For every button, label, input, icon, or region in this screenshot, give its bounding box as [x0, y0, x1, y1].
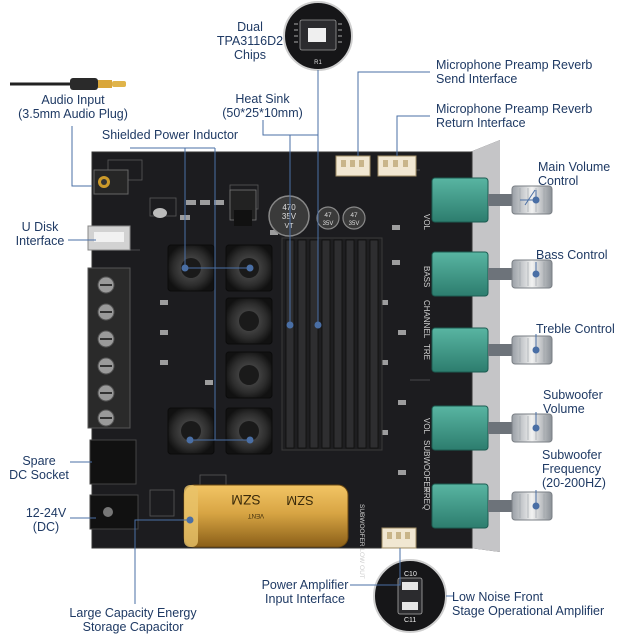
silk-channel: CHANNEL: [422, 300, 431, 339]
chip-mark-top: R1: [314, 60, 322, 66]
cap-tiny-b1: 47: [350, 212, 358, 219]
audio-jack-socket: [93, 169, 129, 195]
energy-storage-capacitor: SZM SZM VENT: [183, 484, 349, 548]
label-subwoofer-frequency: Subwoofer Frequency (20-200HZ): [542, 448, 606, 490]
silk-treble: TRE: [422, 344, 431, 360]
cap-text-1: 470: [282, 203, 296, 212]
label-shielded-inductor: Shielded Power Inductor: [90, 128, 250, 142]
label-main-volume-line1: Main Volume: [538, 160, 611, 174]
label-mic-send: Microphone Preamp Reverb Send Interface: [436, 58, 592, 86]
silk-subwoofer: SUBWOOFER: [422, 440, 431, 493]
small-capacitor: 470 35V VT: [268, 195, 310, 237]
label-dc-input-line1: 12-24V: [25, 506, 67, 520]
label-capacitor: Large Capacity Energy Storage Capacitor: [58, 606, 208, 634]
label-bass-control: Bass Control: [536, 248, 608, 262]
label-opamp-line2: Stage Operational Amplifier: [452, 604, 605, 618]
power-inductors: [167, 244, 273, 455]
silk-vol: VOL: [422, 214, 431, 231]
label-mic-return-line1: Microphone Preamp Reverb: [436, 102, 593, 116]
mic-return-connector: [377, 155, 417, 177]
cap-tiny-a2: 35V: [323, 221, 334, 227]
label-subwoofer-frequency-line2: Frequency: [542, 462, 602, 476]
label-subwoofer-frequency-line1: Subwoofer: [542, 448, 602, 462]
tiny-capacitors: 47 35V 47 35V: [316, 206, 366, 230]
label-dc-input-line2: (DC): [32, 520, 60, 534]
subwoofer-volume-pot[interactable]: [431, 405, 553, 451]
label-capacitor-line2: Storage Capacitor: [82, 620, 184, 634]
label-dc-input: 12-24V (DC): [14, 506, 78, 534]
label-main-volume-line2: Control: [538, 174, 579, 188]
label-power-amp-input: Power Amplifier Input Interface: [250, 578, 360, 606]
silk-vol-2: VOL: [422, 418, 431, 435]
label-mic-send-line2: Send Interface: [436, 72, 518, 86]
label-treble-control: Treble Control: [536, 322, 615, 336]
label-heat-sink-line2: (50*25*10mm): [222, 106, 303, 120]
opamp-mark-c10: C10: [404, 571, 417, 578]
label-mic-return-line2: Return Interface: [436, 116, 526, 130]
label-bass-control-line1: Bass Control: [536, 248, 608, 262]
label-opamp-line1: Low Noise Front: [452, 590, 544, 604]
silk-freq: FREQ: [422, 488, 431, 510]
label-dual-chips: Dual TPA3116D2 Chips: [200, 20, 300, 62]
speaker-terminal-block: [87, 267, 131, 429]
subwoofer-frequency-pot[interactable]: [431, 483, 553, 529]
label-audio-input-line1: Audio Input: [41, 93, 105, 107]
label-treble-control-line1: Treble Control: [536, 322, 615, 336]
dc-power-socket: [89, 494, 139, 530]
label-subwoofer-volume-line1: Subwoofer: [543, 388, 603, 402]
power-amp-input-connector: [381, 527, 417, 549]
heat-sink: [281, 237, 383, 451]
cap-text-2: 35V: [282, 212, 297, 221]
treble-pot[interactable]: [431, 327, 553, 373]
audio-cable-plug: [10, 78, 126, 90]
label-subwoofer-frequency-line3: (20-200HZ): [542, 476, 606, 490]
label-opamp: Low Noise Front Stage Operational Amplif…: [452, 590, 604, 618]
cap-brand-text-2: SZM: [286, 493, 313, 508]
label-heat-sink-line1: Heat Sink: [235, 92, 290, 106]
label-main-volume: Main Volume Control: [538, 160, 610, 188]
cap-tiny-a1: 47: [324, 212, 332, 219]
label-heat-sink: Heat Sink (50*25*10mm): [200, 92, 325, 120]
label-dual-chips-line1: Dual: [237, 20, 263, 34]
mic-send-connector: [335, 155, 371, 177]
label-subwoofer-volume-line2: Volume: [543, 402, 585, 416]
label-spare-dc: Spare DC Socket: [4, 454, 74, 482]
label-mic-send-line1: Microphone Preamp Reverb: [436, 58, 593, 72]
label-spare-dc-line1: Spare: [22, 454, 56, 468]
label-subwoofer-volume: Subwoofer Volume: [543, 388, 603, 416]
label-audio-input: Audio Input (3.5mm Audio Plug): [4, 93, 142, 121]
cap-tiny-b2: 35V: [349, 221, 360, 227]
bass-pot[interactable]: [431, 251, 553, 297]
label-audio-input-line2: (3.5mm Audio Plug): [18, 107, 128, 121]
opamp-zoom-circle: C10 C11: [373, 559, 447, 633]
opamp-mark-c11: C11: [404, 617, 416, 624]
label-spare-dc-line2: DC Socket: [9, 468, 69, 482]
label-udisk: U Disk Interface: [4, 220, 76, 248]
cap-text-3: VT: [285, 223, 295, 230]
cap-vent-text: VENT: [248, 512, 264, 518]
cap-brand-text: SZM: [231, 492, 261, 508]
usb-socket: [87, 225, 131, 251]
silk-sub-low-out: SUBWOOFER LOW OUT: [358, 504, 365, 579]
label-power-amp-input-line1: Power Amplifier: [261, 578, 349, 592]
silk-bass: BASS: [422, 266, 431, 287]
label-power-amp-input-line2: Input Interface: [265, 592, 345, 606]
label-mic-return: Microphone Preamp Reverb Return Interfac…: [436, 102, 592, 130]
label-dual-chips-line2: TPA3116D2: [216, 34, 284, 48]
spare-dc-socket: [89, 439, 137, 485]
label-dual-chips-line3: Chips: [234, 48, 266, 62]
label-shielded-inductor-line1: Shielded Power Inductor: [101, 128, 239, 142]
label-udisk-line2: Interface: [15, 234, 65, 248]
label-capacitor-line1: Large Capacity Energy: [69, 606, 197, 620]
leader-lines: [68, 70, 540, 604]
label-udisk-line1: U Disk: [21, 220, 59, 234]
